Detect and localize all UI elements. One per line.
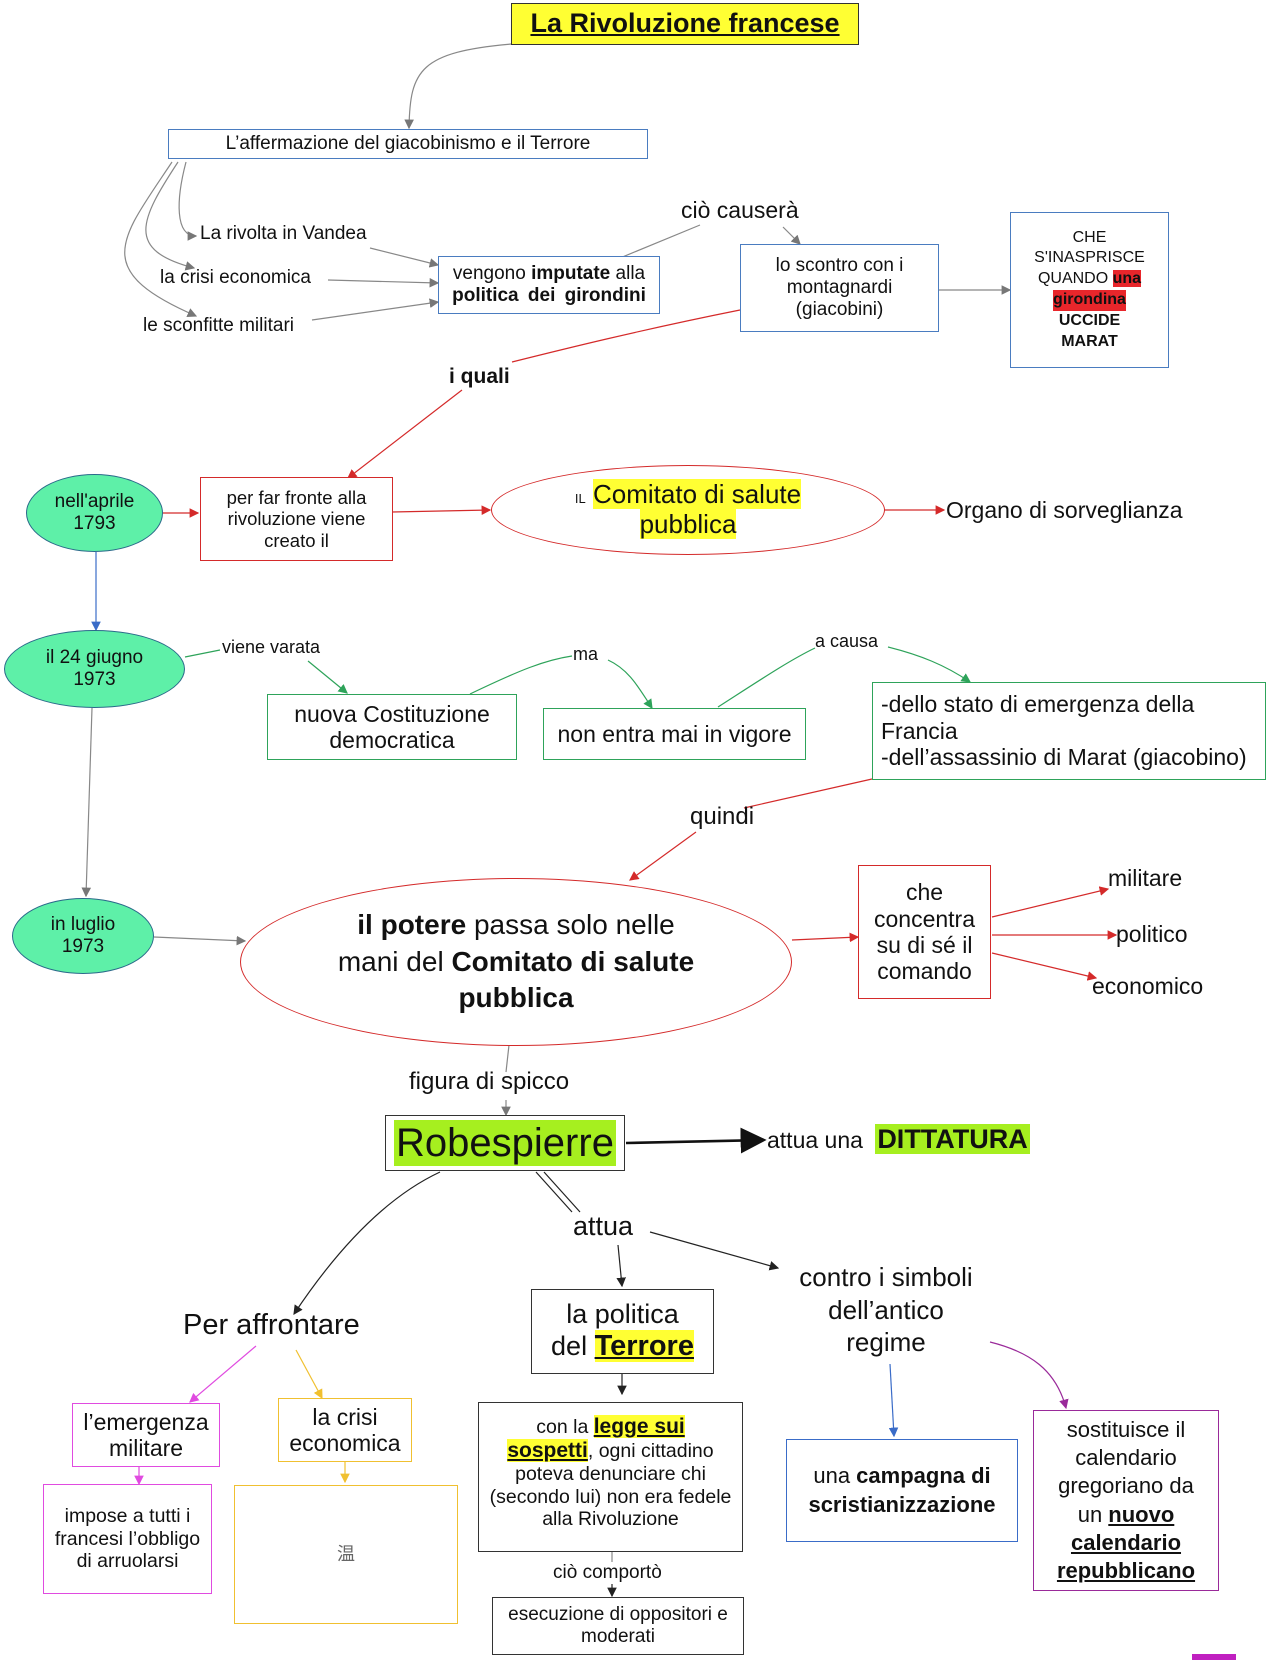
link-label-i-quali: i quali — [449, 365, 510, 388]
comitato-prefix: IL — [574, 491, 586, 507]
link-label-viene-varata: viene varata — [222, 637, 321, 657]
link-sconfitte-imputate — [311, 298, 440, 321]
link-concentra-militare — [991, 886, 1110, 918]
link-attua-terrore — [616, 1244, 626, 1288]
placeholder-glyph-icon: 温 — [337, 1544, 355, 1565]
main-topic-box[interactable]: L’affermazione del giacobinismo e il Ter… — [168, 129, 648, 159]
terrore-box[interactable]: la politica del Terrore — [531, 1289, 714, 1374]
link-acausa-reasons — [887, 646, 971, 683]
reason-marat: -dell’assassinio di Marat (giacobino) — [881, 744, 1247, 771]
link-attua-simboli — [649, 1231, 780, 1271]
dittatura-label: DITTATURA — [875, 1124, 1030, 1154]
campagna-box[interactable]: una campagna di scristianizzazione — [786, 1439, 1018, 1542]
link-quindi-potere — [629, 831, 697, 881]
imputate-line2: politica dei girondini — [452, 285, 646, 306]
diagram-title: La Rivoluzione francese — [530, 8, 840, 39]
organo-label: Organo di sorveglianza — [946, 497, 1183, 523]
simboli-label-box: contro i simboli dell’antico regime — [786, 1255, 986, 1365]
imputate-box[interactable]: vengono imputate alla politica dei giron… — [438, 256, 660, 314]
potere-ellipse[interactable]: il potere passa solo nelle mani del Comi… — [240, 878, 792, 1046]
link-costituzione-ma — [469, 655, 573, 695]
emergenza-militare-box[interactable]: l’emergenza militare — [72, 1403, 220, 1467]
link-causera-scontro — [782, 226, 801, 245]
link-main-sconfitte — [124, 161, 198, 318]
imposizione-box[interactable]: impose a tutti i francesi l’obbligo di a… — [43, 1484, 212, 1594]
marat-box[interactable]: CHE S'INASPRISCE QUANDO una girondina UC… — [1010, 212, 1169, 368]
branch-economico: economico — [1092, 973, 1204, 999]
link-luglio-potere — [153, 935, 247, 946]
link-potere-concentra — [791, 932, 860, 943]
esecuzione-box[interactable]: esecuzione di oppositori e moderati — [492, 1597, 744, 1655]
main-topic-label: L’affermazione del giacobinismo e il Ter… — [225, 133, 591, 155]
robespierre-box[interactable]: Robespierre — [385, 1115, 625, 1171]
link-per-emergenza — [189, 1345, 257, 1403]
link-robespierre-attua-a — [535, 1171, 573, 1213]
link-iquali-perfar — [347, 389, 463, 479]
link-per-crisi — [295, 1349, 323, 1400]
concentra-box[interactable]: che concentra su di sé il comando — [858, 865, 991, 999]
link-main-vandea — [178, 161, 198, 241]
link-giugno-varata — [184, 649, 221, 658]
imputate-line1: vengono imputate alla — [452, 263, 646, 285]
link-label-cio-causera: ciò causerà — [681, 197, 799, 223]
link-simboli-calendario — [989, 1341, 1069, 1410]
comitato-label: Comitato di salute pubblica — [592, 479, 802, 539]
link-imputate-causera — [619, 224, 701, 259]
link-ma-vigore — [607, 659, 653, 709]
link-label-a-causa: a causa — [815, 631, 879, 651]
highlight-girondina: girondina — [1053, 290, 1126, 311]
per-affrontare-label: Per affrontare — [183, 1309, 360, 1341]
date-luglio-1973[interactable]: in luglio 1973 — [12, 898, 154, 974]
link-varata-costituzione — [307, 660, 348, 694]
title-box: La Rivoluzione francese — [511, 3, 859, 45]
attua-una-label: attua una DITTATURA — [767, 1124, 1030, 1154]
cause-crisi-economica: la crisi economica — [160, 267, 311, 288]
link-label-ma: ma — [573, 644, 599, 664]
branch-militare: militare — [1108, 865, 1183, 891]
per-far-fronte-box[interactable]: per far fronte alla rivoluzione viene cr… — [200, 477, 393, 561]
link-robespierre-attua-b — [543, 1171, 581, 1213]
link-concentra-economico — [991, 952, 1098, 981]
legge-highlight: legge sui — [593, 1415, 685, 1438]
link-robespierre-dittatura — [625, 1127, 767, 1154]
costituzione-box[interactable]: nuova Costituzione democratica — [267, 694, 517, 760]
link-robespierre-per — [293, 1171, 441, 1315]
calendario-box[interactable]: sostituisce il calendario gregoriano da … — [1033, 1410, 1219, 1591]
crisi-economica-detail-box[interactable]: 温 — [234, 1485, 458, 1624]
link-scontro-iquali — [511, 309, 741, 363]
crisi-economica-box[interactable]: la crisi economica — [278, 1398, 412, 1462]
highlight-una: una — [1112, 270, 1142, 288]
link-label-cio-comporto: ciò comportò — [553, 1562, 662, 1583]
terrore-highlight: Terrore — [594, 1330, 694, 1363]
date-24-giugno-1973[interactable]: il 24 giugno 1973 — [4, 630, 185, 708]
link-reasons-quindi — [743, 778, 873, 809]
link-main-crisi — [145, 161, 196, 271]
reasons-box[interactable]: -dello stato di emergenza della Francia … — [872, 682, 1266, 780]
link-simboli-campagna — [888, 1363, 899, 1438]
link-vandea-imputate — [369, 247, 440, 268]
link-label-figura-di-spicco: figura di spicco — [409, 1068, 570, 1095]
scontro-box[interactable]: lo scontro con i montagnardi (giacobini) — [740, 244, 939, 332]
robespierre-label: Robespierre — [394, 1120, 616, 1166]
cause-vandea: La rivolta in Vandea — [200, 223, 367, 244]
link-title-main — [404, 43, 513, 130]
comitato-ellipse[interactable]: IL Comitato di salute pubblica — [491, 465, 885, 555]
scontro-label: lo scontro con i montagnardi (giacobini) — [775, 255, 904, 320]
link-crisi-imputate — [327, 277, 440, 288]
date-aprile-1793[interactable]: nell'aprile 1793 — [26, 474, 163, 552]
sospetti-highlight: sospetti — [507, 1439, 588, 1463]
link-giugno-luglio — [81, 707, 93, 898]
cause-sconfitte-militari: le sconfitte militari — [143, 315, 294, 336]
vigore-box[interactable]: non entra mai in vigore — [543, 708, 806, 760]
link-label-quindi: quindi — [690, 803, 755, 830]
simboli-label: contro i simboli dell’antico regime — [799, 1262, 973, 1358]
branch-politico: politico — [1116, 921, 1188, 947]
link-vigore-acausa — [717, 647, 816, 708]
reason-emergenza: -dello stato di emergenza della Francia — [881, 691, 1195, 744]
corner-mark — [1192, 1654, 1236, 1660]
link-label-attua: attua — [573, 1211, 634, 1241]
link-perfar-comitato — [391, 505, 492, 515]
